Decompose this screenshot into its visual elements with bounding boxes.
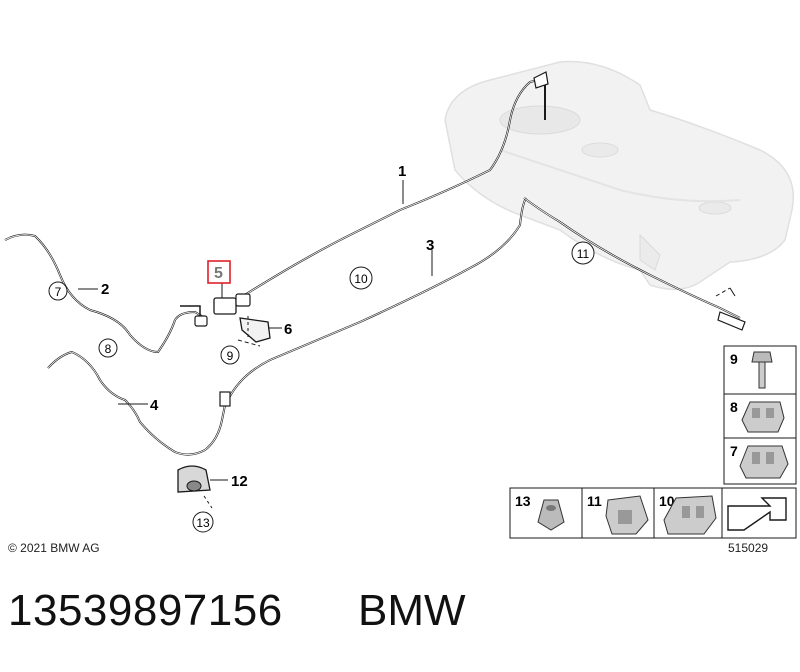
- fuel-tank: [444, 60, 794, 291]
- leader-lines: [78, 180, 433, 405]
- brand-name: BMW: [358, 586, 466, 635]
- callout-12: 12: [231, 473, 248, 490]
- callout-8: 8: [105, 342, 112, 356]
- copyright-notice: © 2021 BMW AG: [8, 541, 100, 555]
- bolt-icon: [751, 351, 773, 389]
- parts-diagram: 1 2 3 4 6 12 5 7 8 9 10 11 13 9: [4, 60, 797, 539]
- callout-9: 9: [227, 349, 234, 363]
- clip-12: [177, 465, 228, 509]
- clip-10-icon: [663, 495, 717, 535]
- bracket-6: [237, 316, 282, 347]
- parts-legend: 9 8 7 13 11: [509, 345, 797, 539]
- callout-4: 4: [150, 397, 159, 414]
- legend-label-10: 10: [659, 493, 675, 509]
- callout-circle-10: 10: [349, 266, 373, 290]
- fuel-line-4: [47, 350, 227, 456]
- legend-label-11: 11: [587, 493, 602, 509]
- nut-icon: [537, 499, 565, 531]
- diagram-reference: 515029: [728, 541, 769, 555]
- callout-5: 5: [214, 265, 223, 282]
- arrow-icon: [727, 497, 787, 531]
- legend-label-13: 13: [515, 493, 531, 509]
- legend-label-7: 7: [730, 443, 738, 459]
- callout-circle-8: 8: [98, 338, 118, 358]
- part-number: 13539897156: [8, 586, 283, 635]
- clip-7-icon: [739, 445, 789, 479]
- callout-circle-13: 13: [192, 511, 214, 533]
- callout-2: 2: [101, 281, 109, 298]
- callout-circle-9: 9: [220, 345, 240, 365]
- fuel-line-3: [227, 197, 527, 401]
- callout-1: 1: [398, 163, 406, 180]
- callout-13: 13: [196, 516, 210, 530]
- clip-11-icon: [605, 495, 649, 535]
- callout-10: 10: [354, 272, 368, 286]
- callout-6: 6: [284, 321, 292, 338]
- callout-11: 11: [577, 247, 590, 261]
- highlight-box-5: [207, 260, 231, 284]
- callout-circle-11: 11: [571, 241, 595, 265]
- callout-circle-7: 7: [48, 281, 68, 301]
- clip-8-icon: [741, 401, 785, 433]
- callout-3: 3: [426, 237, 434, 254]
- callout-7: 7: [55, 285, 62, 299]
- legend-label-9: 9: [730, 351, 738, 367]
- connector-5: [194, 283, 251, 327]
- legend-label-8: 8: [730, 399, 738, 415]
